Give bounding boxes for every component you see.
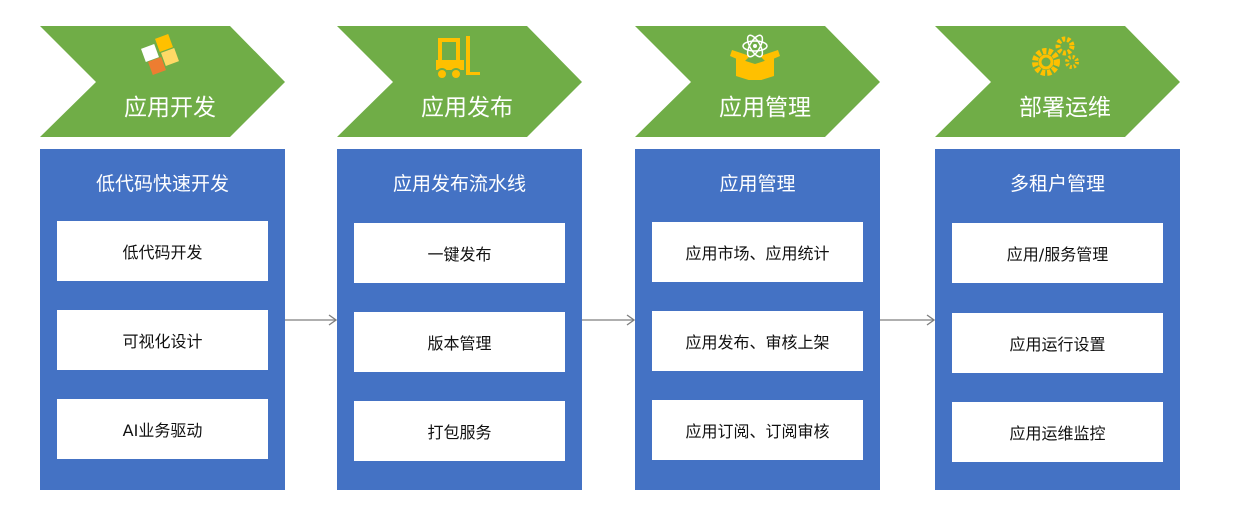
feature-box: 应用订阅、订阅审核 <box>652 400 863 460</box>
stage-panel: 应用管理应用市场、应用统计应用发布、审核上架应用订阅、订阅审核 <box>635 149 880 490</box>
stage-label: 应用发布 <box>421 95 513 121</box>
flow-arrow <box>880 314 935 326</box>
stage-chevron: 应用管理 <box>635 26 880 137</box>
stage-panel: 应用发布流水线一键发布版本管理打包服务 <box>337 149 582 490</box>
panel-title: 应用发布流水线 <box>392 173 526 195</box>
stage-chevron: 应用发布 <box>337 26 582 137</box>
feature-box: 应用市场、应用统计 <box>652 222 863 282</box>
panel-title: 多租户管理 <box>1009 173 1105 195</box>
feature-box: 应用运行设置 <box>952 313 1163 373</box>
box-atom-icon <box>730 32 780 80</box>
panel-title: 低代码快速开发 <box>95 173 229 195</box>
puzzle-icon <box>135 32 185 80</box>
feature-box: 打包服务 <box>354 401 565 461</box>
column-1: 应用开发 低代码快速开发低代码开发可视化设计 AI业务驱动 <box>40 0 285 510</box>
stage-panel: 低代码快速开发低代码开发可视化设计 AI业务驱动 <box>40 149 285 490</box>
stage-label: 应用管理 <box>719 95 811 121</box>
feature-box: AI业务驱动 <box>57 399 268 459</box>
feature-box: 应用发布、审核上架 <box>652 311 863 371</box>
feature-box: 应用/服务管理 <box>952 223 1163 283</box>
column-2: 应用发布 应用发布流水线一键发布版本管理打包服务 <box>337 0 582 510</box>
stage-label: 应用开发 <box>124 95 216 121</box>
feature-box: 版本管理 <box>354 312 565 372</box>
feature-box: 一键发布 <box>354 223 565 283</box>
column-4: 部署运维 多租户管理应用/服务管理应用运行设置应用运维监控 <box>935 0 1180 510</box>
stage-label: 部署运维 <box>1019 95 1111 121</box>
flow-arrow <box>582 314 635 326</box>
feature-box: 应用运维监控 <box>952 402 1163 462</box>
forklift-icon <box>432 32 482 80</box>
gears-icon <box>1030 32 1080 80</box>
stage-panel: 多租户管理应用/服务管理应用运行设置应用运维监控 <box>935 149 1180 490</box>
stage-chevron: 部署运维 <box>935 26 1180 137</box>
stage-chevron: 应用开发 <box>40 26 285 137</box>
column-3: 应用管理 应用管理应用市场、应用统计应用发布、审核上架应用订阅、订阅审核 <box>635 0 880 510</box>
panel-title: 应用管理 <box>719 173 796 195</box>
flow-arrow <box>285 314 337 326</box>
feature-box: 低代码开发 <box>57 221 268 281</box>
feature-box: 可视化设计 <box>57 310 268 370</box>
